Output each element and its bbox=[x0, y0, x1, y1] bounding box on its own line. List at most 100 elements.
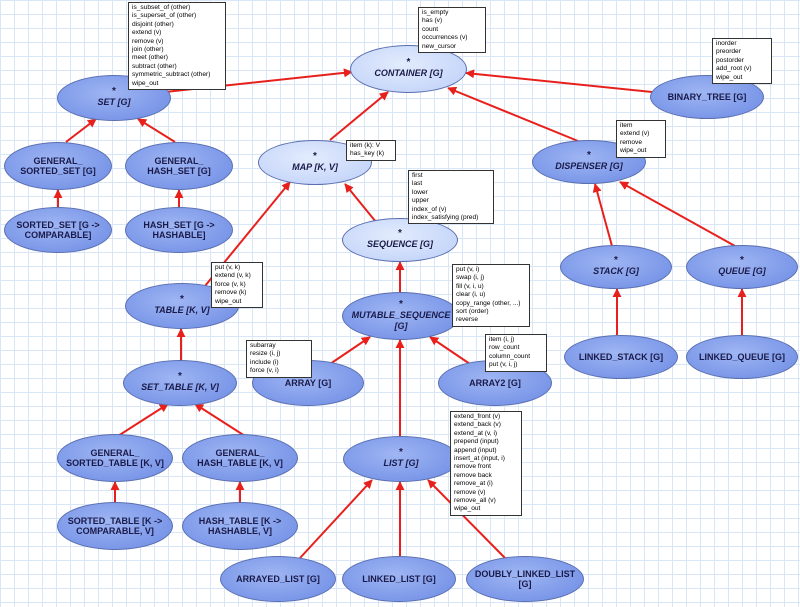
deferred-marker: * bbox=[740, 255, 744, 267]
node-sorted-set-label: SORTED_SET [G -> COMPARABLE] bbox=[16, 219, 100, 240]
node-hash-set-label: HASH_SET [G -> HASHABLE] bbox=[143, 219, 215, 240]
edge-dispenser-to-container bbox=[447, 86, 579, 142]
feature-item: upper bbox=[412, 197, 429, 205]
node-sequence[interactable]: * SEQUENCE [G] bbox=[342, 218, 458, 262]
edge-map-to-container bbox=[329, 91, 389, 141]
feature-item: column_count bbox=[489, 352, 531, 360]
feature-item: sort (order) bbox=[456, 308, 489, 316]
node-sorted-set[interactable]: SORTED_SET [G -> COMPARABLE] bbox=[4, 207, 112, 253]
feature-item: remove_all (v) bbox=[454, 497, 496, 505]
feature-item: remove bbox=[620, 138, 642, 146]
edge-general_hash_set-to-set bbox=[137, 118, 176, 143]
node-linked-queue-label: LINKED_QUEUE [G] bbox=[698, 351, 785, 362]
node-linked-queue[interactable]: LINKED_QUEUE [G] bbox=[686, 335, 798, 379]
node-general-sorted-table[interactable]: GENERAL_ SORTED_TABLE [K, V] bbox=[57, 434, 173, 482]
feature-item: remove (k) bbox=[215, 289, 247, 297]
edge-array-to-mutable_sequence bbox=[329, 336, 371, 365]
feature-item: fill (v, i, u) bbox=[456, 282, 484, 290]
features-set: is_subset_of (other)is_superset_of (othe… bbox=[128, 2, 226, 91]
deferred-marker: * bbox=[178, 371, 182, 383]
feature-item: wipe_out bbox=[620, 147, 647, 155]
node-doubly-linked-list-label: DOUBLY_LINKED_LIST [G] bbox=[474, 568, 576, 589]
feature-item: extend_back (v) bbox=[454, 421, 501, 429]
feature-item: index_satisfying (pred) bbox=[412, 214, 479, 222]
node-linked-stack[interactable]: LINKED_STACK [G] bbox=[564, 335, 678, 379]
features-table: put (v, k)extend (v, k)force (v, k)remov… bbox=[211, 262, 263, 309]
features-list: extend_front (v)extend_back (v)extend_at… bbox=[450, 411, 522, 516]
feature-item: wipe_out bbox=[716, 73, 743, 81]
node-hash-table-label: HASH_TABLE [K -> HASHABLE, V] bbox=[198, 515, 282, 536]
node-map-label: MAP [K, V] bbox=[292, 161, 338, 172]
node-hash-set[interactable]: HASH_SET [G -> HASHABLE] bbox=[125, 207, 233, 253]
inheritance-edges bbox=[53, 68, 747, 559]
edge-sequence-to-map bbox=[344, 183, 377, 223]
feature-item: inorder bbox=[716, 40, 737, 47]
feature-item: resize (i, j) bbox=[250, 350, 281, 358]
feature-item: join (other) bbox=[132, 46, 164, 54]
feature-item: count bbox=[422, 25, 439, 33]
feature-item: clear (i, u) bbox=[456, 291, 486, 299]
node-sorted-table[interactable]: SORTED_TABLE [K -> COMPARABLE, V] bbox=[57, 502, 173, 550]
edge-queue-to-dispenser bbox=[619, 181, 736, 247]
edge-arrayed_list-to-list bbox=[299, 479, 373, 559]
node-set-table-label: SET_TABLE [K, V] bbox=[141, 382, 219, 393]
node-list-label: LIST [G] bbox=[383, 458, 419, 469]
feature-item: copy_range (other, ...) bbox=[456, 299, 521, 307]
feature-item: wipe_out bbox=[215, 297, 242, 305]
feature-item: subarray bbox=[250, 342, 276, 349]
node-general-hash-table-label: GENERAL_ HASH_TABLE [K, V] bbox=[197, 447, 283, 468]
feature-item: symmetric_subtract (other) bbox=[132, 71, 211, 79]
feature-item: put (v, i, j) bbox=[489, 361, 518, 369]
node-general-sorted-table-label: GENERAL_ SORTED_TABLE [K, V] bbox=[66, 447, 164, 468]
feature-item: item bbox=[620, 122, 633, 129]
node-general-sorted-set[interactable]: GENERAL_ SORTED_SET [G] bbox=[4, 142, 112, 190]
node-mutable-sequence[interactable]: * MUTABLE_SEQUENCE [G] bbox=[342, 292, 460, 340]
deferred-marker: * bbox=[399, 447, 403, 459]
deferred-marker: * bbox=[587, 150, 591, 162]
node-doubly-linked-list[interactable]: DOUBLY_LINKED_LIST [G] bbox=[466, 556, 584, 602]
edge-general_sorted_set-to-set bbox=[65, 118, 97, 143]
edge-general_sorted_table-to-set_table bbox=[117, 403, 169, 437]
deferred-marker: * bbox=[313, 150, 317, 162]
node-general-hash-table[interactable]: GENERAL_ HASH_TABLE [K, V] bbox=[182, 434, 298, 482]
node-set-table[interactable]: * SET_TABLE [K, V] bbox=[123, 360, 237, 406]
edge-general_hash_table-to-set_table bbox=[194, 403, 246, 437]
feature-item: force (v, k) bbox=[215, 280, 246, 288]
feature-item: extend_front (v) bbox=[454, 413, 501, 420]
node-linked-list[interactable]: LINKED_LIST [G] bbox=[342, 556, 456, 602]
node-hash-table[interactable]: HASH_TABLE [K -> HASHABLE, V] bbox=[182, 502, 298, 550]
feature-item: subtract (other) bbox=[132, 62, 177, 70]
node-binary-tree-label: BINARY_TREE [G] bbox=[667, 91, 747, 102]
feature-item: disjoint (other) bbox=[132, 20, 174, 28]
feature-item: last bbox=[412, 180, 423, 188]
node-container-label: CONTAINER [G] bbox=[374, 68, 443, 79]
feature-item: swap (i, j) bbox=[456, 274, 485, 282]
node-list[interactable]: * LIST [G] bbox=[343, 436, 459, 482]
feature-item: item (k): V bbox=[350, 142, 381, 149]
feature-item: index_of (v) bbox=[412, 205, 447, 213]
deferred-marker: * bbox=[406, 57, 411, 69]
node-arrayed-list[interactable]: ARRAYED_LIST [G] bbox=[220, 556, 336, 602]
edge-doubly_linked_list-to-list bbox=[427, 479, 506, 559]
edge-binary_tree-to-container bbox=[465, 69, 653, 93]
node-general-hash-set[interactable]: GENERAL_ HASH_SET [G] bbox=[125, 142, 233, 190]
feature-item: wipe_out bbox=[454, 505, 481, 513]
feature-item: put (v, i) bbox=[456, 266, 480, 273]
node-stack[interactable]: * STACK [G] bbox=[560, 245, 672, 289]
node-queue[interactable]: * QUEUE [G] bbox=[686, 245, 798, 289]
node-general-sorted-set-label: GENERAL_ SORTED_SET [G] bbox=[20, 155, 96, 176]
feature-item: has_key (k) bbox=[350, 150, 385, 158]
feature-item: new_cursor bbox=[422, 42, 457, 50]
deferred-marker: * bbox=[112, 86, 116, 98]
node-array-label: ARRAY [G] bbox=[284, 377, 332, 388]
node-stack-label: STACK [G] bbox=[593, 266, 639, 277]
deferred-marker: * bbox=[180, 294, 184, 306]
node-arrayed-list-label: ARRAYED_LIST [G] bbox=[236, 573, 320, 584]
